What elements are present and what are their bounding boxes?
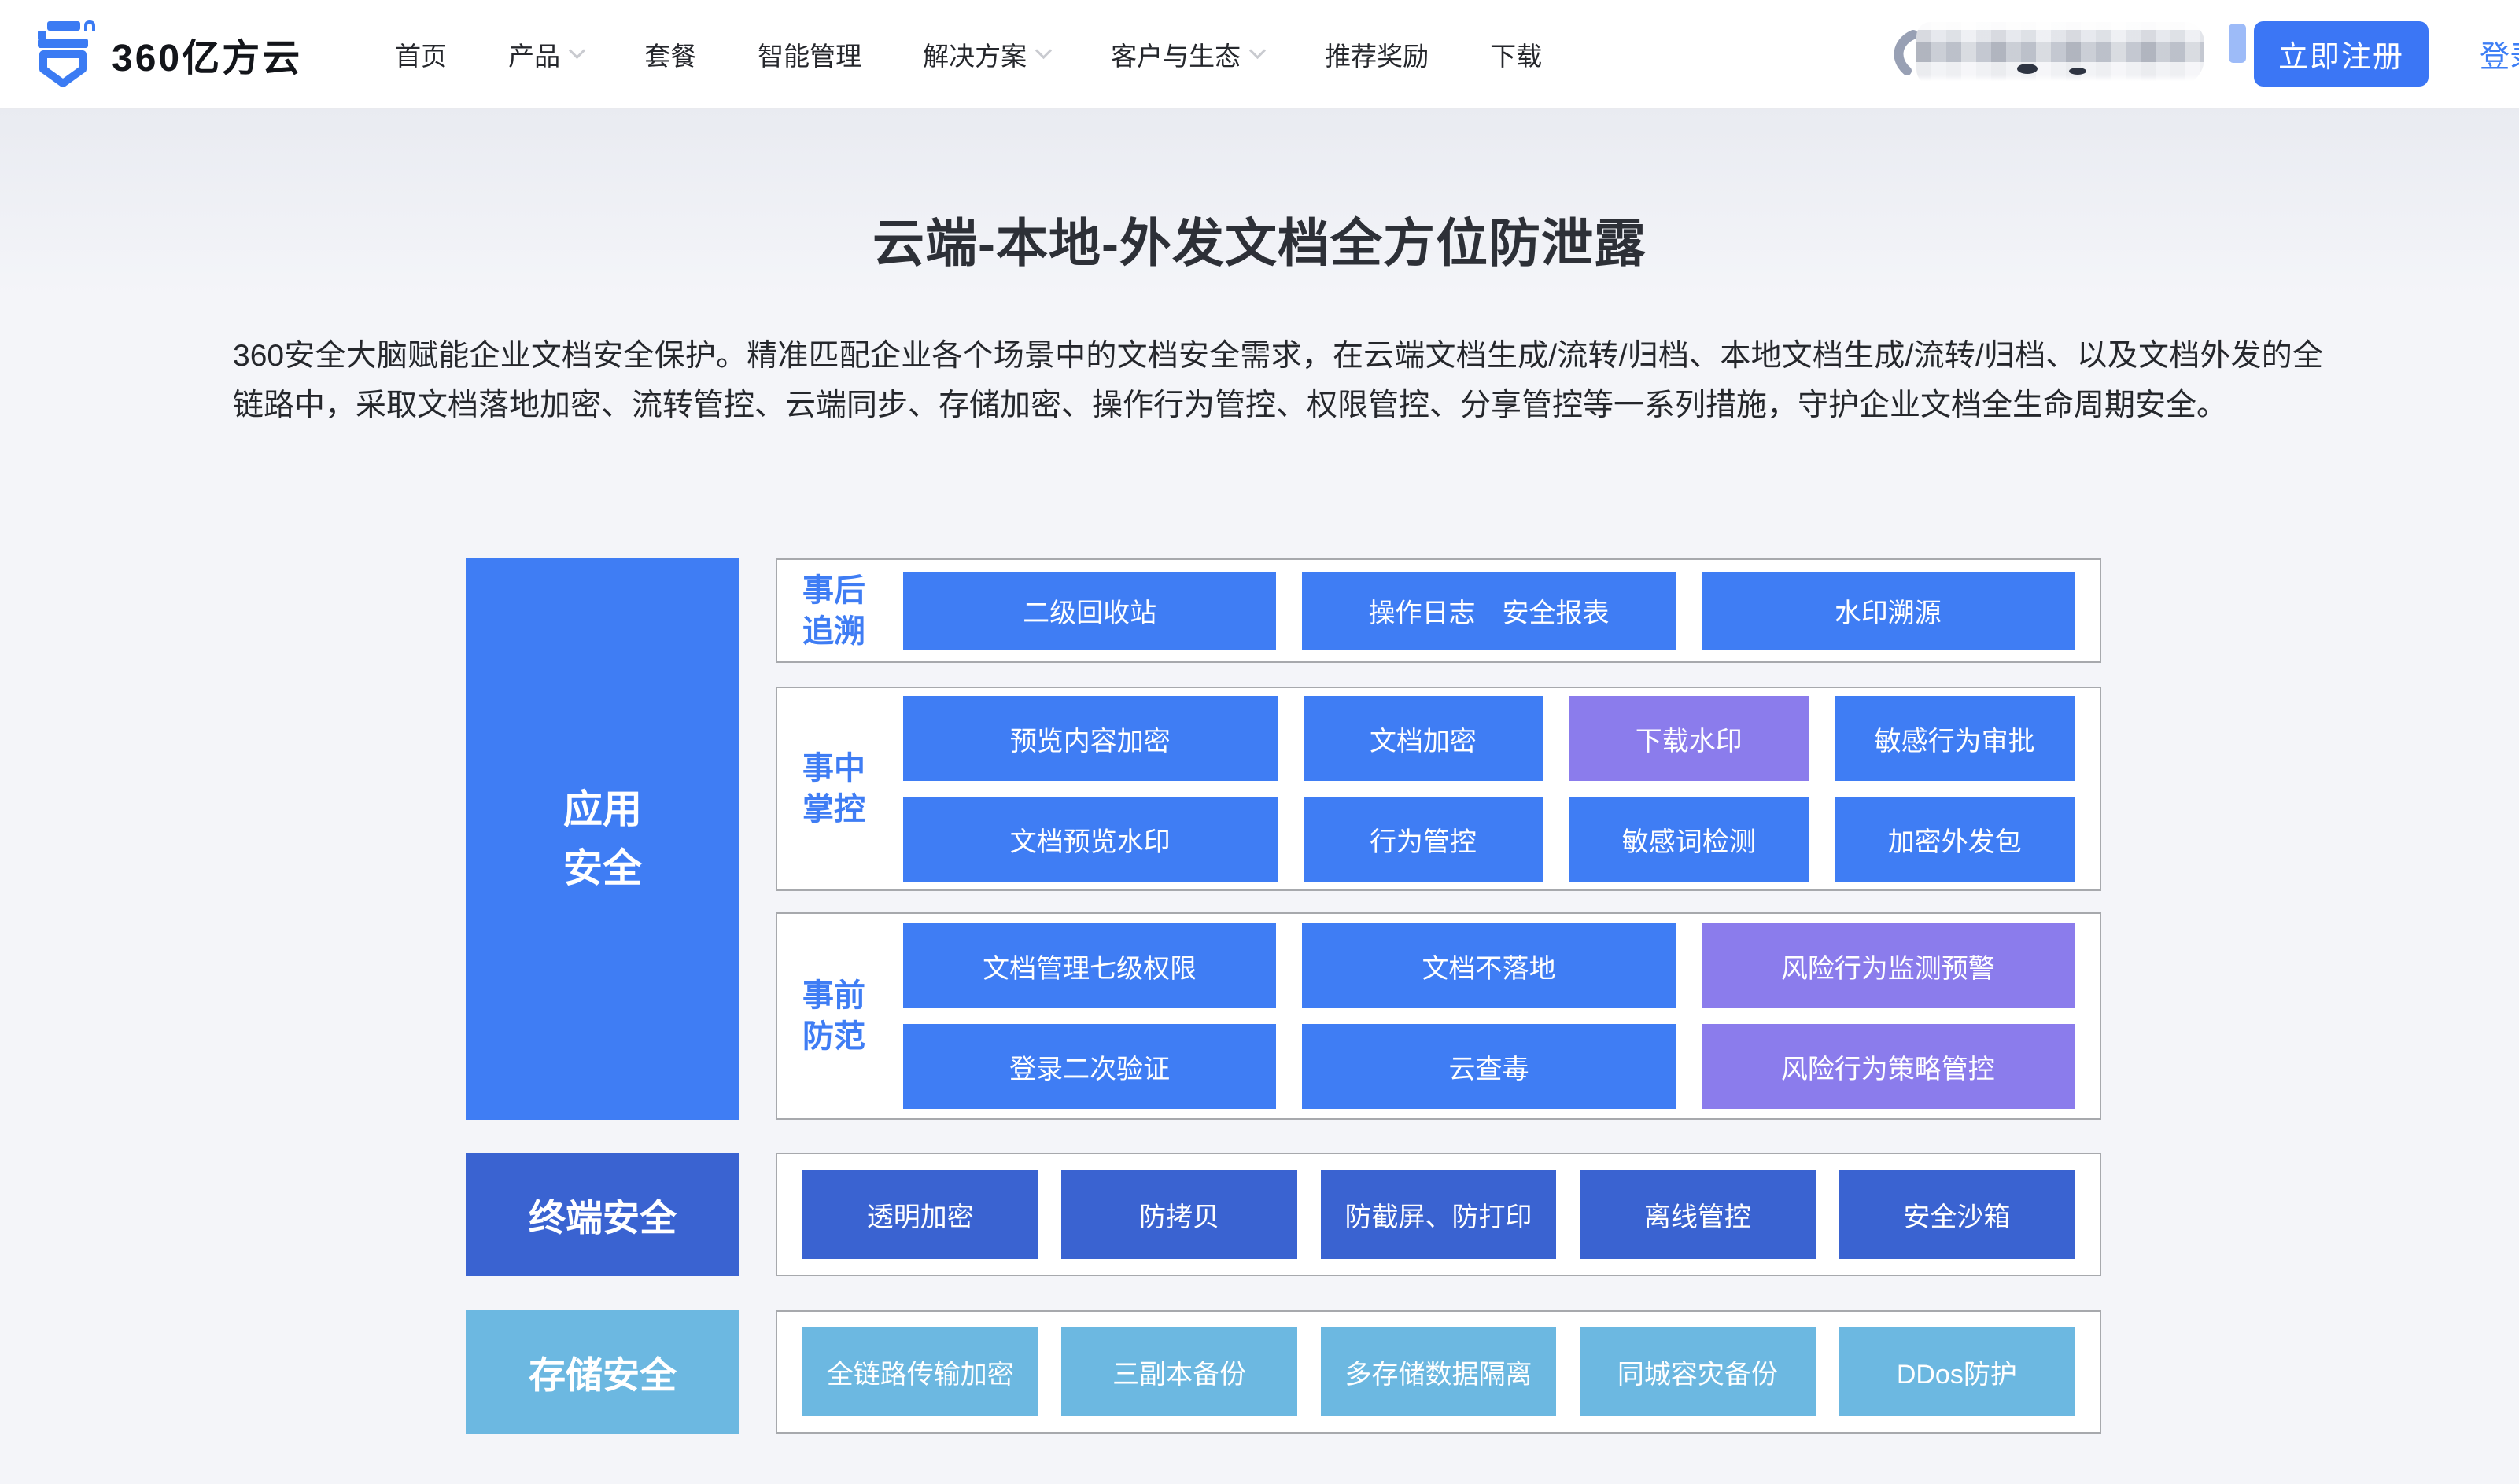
nav-label: 首页 — [395, 41, 448, 71]
tile-login-secondary-verification: 登录二次验证 — [903, 1024, 1277, 1109]
security-diagram: 应用 安全 事后 追溯 二级回收站 操作日志 安全报表 水印溯源 事中 掌控 — [466, 558, 2101, 1434]
page-title: 云端-本地-外发文档全方位防泄露 — [872, 214, 1647, 272]
register-button[interactable]: 立即注册 — [2254, 21, 2429, 87]
nav-label: 产品 — [508, 41, 561, 71]
tile-risk-behavior-policy-control: 风险行为策略管控 — [1701, 1024, 2075, 1109]
nav-item-home[interactable]: 首页 — [395, 35, 447, 73]
tile-ddos-protection: DDos防护 — [1839, 1327, 2075, 1416]
nav-item-download[interactable]: 下载 — [1490, 35, 1542, 73]
section-storage-security: 全链路传输加密 三副本备份 多存储数据隔离 同城容灾备份 DDos防护 — [776, 1310, 2101, 1434]
nav-item-referral-rewards[interactable]: 推荐奖励 — [1325, 35, 1429, 73]
tile-anti-copy: 防拷贝 — [1061, 1170, 1297, 1259]
page-description: 360安全大脑赋能企业文档安全保护。精准匹配企业各个场景中的文档安全需求，在云端… — [233, 339, 2323, 422]
header: 360亿方云 首页 产品 套餐 智能管理 解决方案 客户与生态 推荐奖励 下载 … — [0, 0, 2519, 108]
tile-offline-control: 离线管控 — [1580, 1170, 1816, 1259]
section-in-process-control: 事中 掌控 预览内容加密 文档加密 下载水印 敏感行为审批 文档预览水印 行为管… — [776, 687, 2101, 891]
tile-sensitive-behavior-approval: 敏感行为审批 — [1835, 696, 2075, 781]
phone-icon — [1886, 25, 1921, 90]
logo-text: 360亿方云 — [112, 37, 303, 79]
tile-grid: 二级回收站 操作日志 安全报表 水印溯源 — [903, 571, 2075, 650]
row-label-storage-security: 存储安全 — [466, 1310, 739, 1434]
tile-recycle-bin: 二级回收站 — [903, 571, 1277, 650]
section-terminal-security: 透明加密 防拷贝 防截屏、防打印 离线管控 安全沙箱 — [776, 1153, 2101, 1276]
login-link[interactable]: 登录 — [2480, 41, 2519, 74]
nav-label: 下载 — [1490, 41, 1543, 71]
row-label-terminal-security: 终端安全 — [466, 1153, 739, 1276]
nav-item-smart-management[interactable]: 智能管理 — [758, 35, 861, 73]
nav-label: 套餐 — [644, 41, 697, 71]
hero-background-gradient — [0, 108, 2519, 296]
logo-shield-icon — [31, 20, 101, 89]
section-advance-prevention: 事前 防范 文档管理七级权限 文档不落地 风险行为监测预警 登录二次验证 云查毒… — [776, 912, 2101, 1120]
tile-row: 文档管理七级权限 文档不落地 风险行为监测预警 — [903, 923, 2075, 1008]
tile-preview-content-encryption: 预览内容加密 — [903, 696, 1278, 781]
main-nav: 首页 产品 套餐 智能管理 解决方案 客户与生态 推荐奖励 下载 — [395, 35, 1542, 73]
nav-label: 智能管理 — [758, 41, 862, 71]
tile-grid: 文档管理七级权限 文档不落地 风险行为监测预警 登录二次验证 云查毒 风险行为策… — [903, 923, 2075, 1109]
tile-row: 透明加密 防拷贝 防截屏、防打印 离线管控 安全沙箱 — [802, 1170, 2075, 1259]
tile-row: 二级回收站 操作日志 安全报表 水印溯源 — [903, 571, 2075, 650]
tile-download-watermark: 下载水印 — [1569, 696, 1809, 781]
tile-document-no-local-storage: 文档不落地 — [1302, 923, 1676, 1008]
nav-label: 客户与生态 — [1111, 41, 1241, 71]
tile-row: 文档预览水印 行为管控 敏感词检测 加密外发包 — [903, 797, 2075, 882]
terminal-security-row: 终端安全 透明加密 防拷贝 防截屏、防打印 离线管控 安全沙箱 — [466, 1153, 2101, 1276]
chevron-down-icon — [568, 42, 586, 60]
pixelated-blur-block — [1916, 22, 2204, 87]
tile-risk-behavior-monitoring-warning: 风险行为监测预警 — [1701, 923, 2075, 1008]
tile-full-link-transmission-encryption: 全链路传输加密 — [802, 1327, 1038, 1416]
nav-label: 解决方案 — [923, 41, 1027, 71]
tile-document-encryption: 文档加密 — [1303, 696, 1543, 781]
tile-row: 登录二次验证 云查毒 风险行为策略管控 — [903, 1024, 2075, 1109]
row-label-application-security: 应用 安全 — [466, 558, 739, 1120]
nav-label: 推荐奖励 — [1325, 41, 1429, 71]
tile-three-replica-backup: 三副本备份 — [1061, 1327, 1297, 1416]
nav-item-solutions[interactable]: 解决方案 — [923, 35, 1053, 73]
blurred-phone-number — [1886, 17, 2204, 93]
tile-behavior-control: 行为管控 — [1303, 797, 1543, 882]
tile-transparent-encryption: 透明加密 — [802, 1170, 1038, 1259]
tile-seven-level-permission: 文档管理七级权限 — [903, 923, 1277, 1008]
tile-document-preview-watermark: 文档预览水印 — [903, 797, 1278, 882]
tile-row: 预览内容加密 文档加密 下载水印 敏感行为审批 — [903, 696, 2075, 781]
chevron-down-icon — [1248, 42, 1267, 60]
tile-sensitive-word-detection: 敏感词检测 — [1569, 797, 1809, 882]
tile-multi-storage-data-isolation: 多存储数据隔离 — [1320, 1327, 1557, 1416]
tile-grid: 预览内容加密 文档加密 下载水印 敏感行为审批 文档预览水印 行为管控 敏感词检… — [903, 696, 2075, 882]
tile-cloud-antivirus: 云查毒 — [1302, 1024, 1676, 1109]
nav-item-plans[interactable]: 套餐 — [644, 35, 696, 73]
tile-intra-city-disaster-recovery-backup: 同城容灾备份 — [1580, 1327, 1816, 1416]
tile-encrypted-outgoing-package: 加密外发包 — [1835, 797, 2075, 882]
decorative-blue-tab — [2229, 24, 2246, 63]
tile-operation-log-security-report: 操作日志 安全报表 — [1302, 571, 1676, 650]
application-security-sections: 事后 追溯 二级回收站 操作日志 安全报表 水印溯源 事中 掌控 预览内容加密 — [776, 558, 2101, 1120]
application-security-row: 应用 安全 事后 追溯 二级回收站 操作日志 安全报表 水印溯源 事中 掌控 — [466, 558, 2101, 1120]
storage-security-row: 存储安全 全链路传输加密 三副本备份 多存储数据隔离 同城容灾备份 DDos防护 — [466, 1310, 2101, 1434]
tile-anti-screenshot-print: 防截屏、防打印 — [1320, 1170, 1557, 1259]
section-label: 事前 防范 — [802, 978, 865, 1054]
chevron-down-icon — [1035, 42, 1053, 60]
tile-row: 全链路传输加密 三副本备份 多存储数据隔离 同城容灾备份 DDos防护 — [802, 1327, 2075, 1416]
section-label: 事中 掌控 — [802, 751, 865, 827]
logo[interactable]: 360亿方云 — [31, 20, 302, 89]
nav-item-customers-ecosystem[interactable]: 客户与生态 — [1111, 35, 1267, 73]
tile-security-sandbox: 安全沙箱 — [1839, 1170, 2075, 1259]
section-label: 事后 追溯 — [802, 573, 865, 649]
tile-watermark-trace: 水印溯源 — [1701, 571, 2075, 650]
nav-item-products[interactable]: 产品 — [508, 35, 586, 73]
section-post-event-tracing: 事后 追溯 二级回收站 操作日志 安全报表 水印溯源 — [776, 558, 2101, 663]
